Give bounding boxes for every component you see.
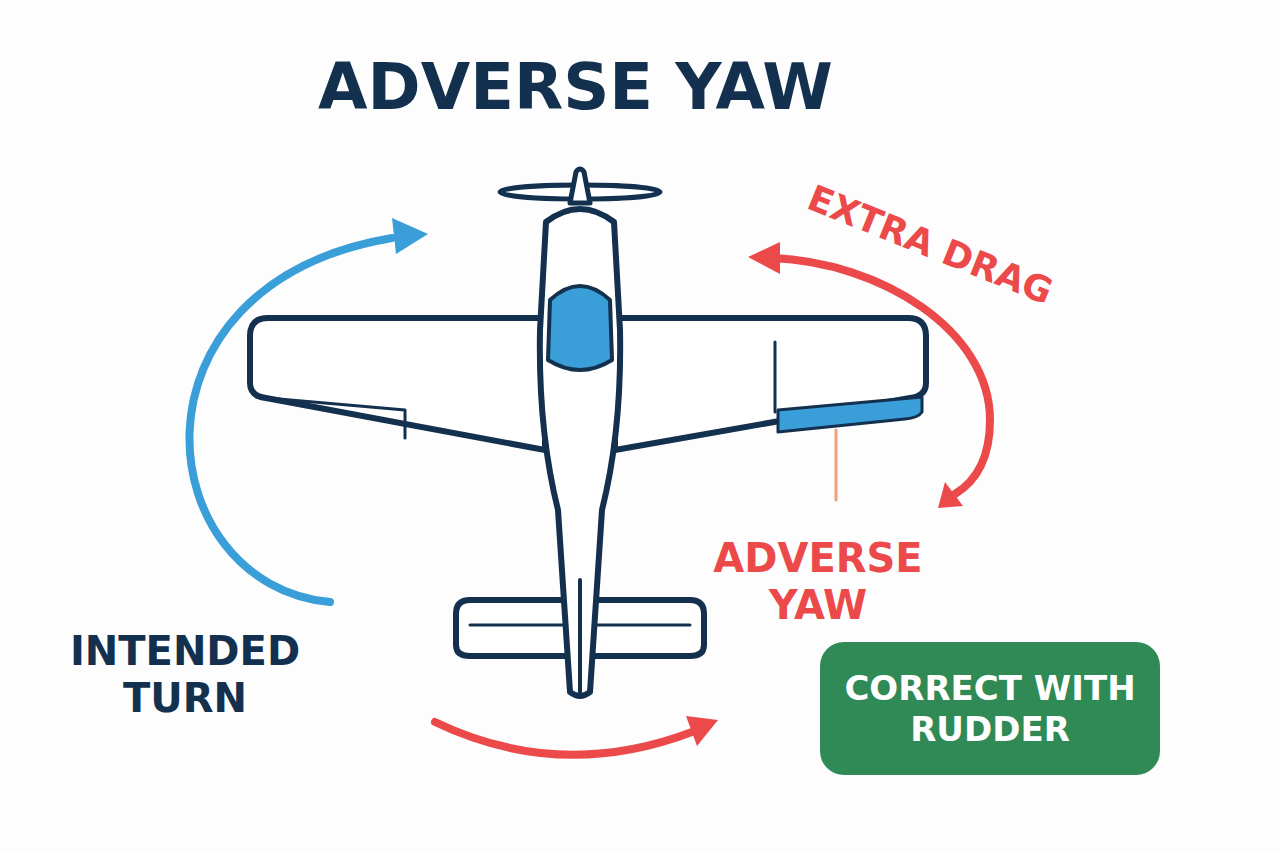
intended-turn-arc [189,238,392,602]
yaw-label: ADVERSE YAW [678,535,958,629]
left-wing [250,318,545,450]
arrow-head [392,218,428,254]
right-aileron [778,397,922,432]
drag-label: EXTRA DRAG [802,177,1059,314]
leader-line [835,430,838,500]
fin [578,580,582,692]
arrow-head [686,716,718,746]
box-text: CORRECT WITH RUDDER [840,668,1140,750]
fuselage [540,209,620,696]
left-aileron [256,397,405,438]
yaw-arc-bottom [435,722,692,755]
diagram-title: ADVERSE YAW [318,50,833,126]
arrow-head [748,242,780,274]
spinner [570,169,590,203]
canopy [548,286,612,370]
aileron-hinge [774,342,777,412]
correction-box: CORRECT WITH RUDDER [820,642,1160,775]
arrow-head [938,482,963,508]
right-wing [615,318,926,450]
turn-label: INTENDED TURN [40,628,330,722]
